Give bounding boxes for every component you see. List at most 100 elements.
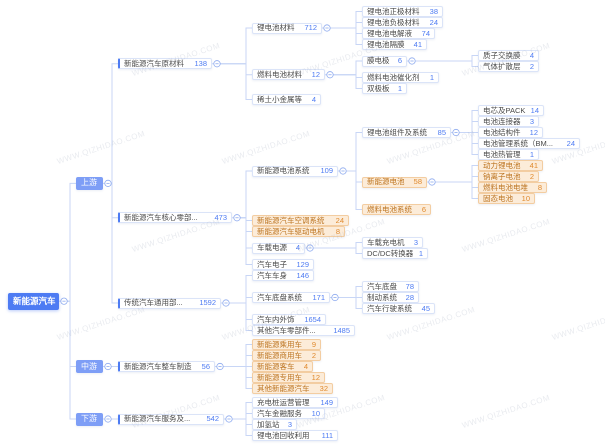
- collapse-toggle[interactable]: [306, 244, 314, 252]
- tree-node[interactable]: 中游: [76, 360, 103, 373]
- collapse-toggle[interactable]: [339, 167, 347, 175]
- tree-node[interactable]: 电池连接器 3: [478, 116, 539, 127]
- tree-node-count: 1485: [333, 325, 350, 335]
- tree-node-label: 汽车金融服务: [257, 408, 302, 418]
- collapse-toggle[interactable]: [323, 24, 331, 32]
- tree-node-count: 3: [529, 116, 534, 126]
- tree-node-label: 电池连接器: [483, 116, 521, 126]
- collapse-toggle[interactable]: [428, 178, 436, 186]
- tree-node-label: 电芯及PACK: [483, 105, 526, 115]
- collapse-toggle[interactable]: [222, 299, 230, 307]
- tree-node-count: 74: [421, 28, 430, 38]
- tree-node-label: 汽车内外饰: [257, 314, 295, 324]
- tree-node[interactable]: 新能源乘用车 9: [252, 339, 321, 350]
- tree-node-label: 制动系统: [367, 292, 397, 302]
- tree-node-label: 质子交换膜: [483, 50, 521, 60]
- tree-node-label: 其他新能源汽车: [257, 383, 310, 393]
- collapse-toggle[interactable]: [213, 60, 221, 68]
- collapse-toggle[interactable]: [233, 214, 241, 222]
- collapse-toggle[interactable]: [326, 71, 334, 79]
- tree-node-count: 129: [296, 259, 309, 269]
- tree-node-label: 锂电池组件及系统: [367, 127, 427, 137]
- tree-node-label: 燃料电池电堆: [483, 182, 528, 192]
- collapse-toggle[interactable]: [331, 293, 339, 302]
- collapse-toggle[interactable]: [104, 362, 112, 371]
- tree-node[interactable]: 传统汽车通用部...1592: [118, 297, 221, 309]
- collapse-toggle[interactable]: [60, 297, 68, 305]
- tree-node[interactable]: 新能源汽车核心零部...473: [118, 212, 232, 224]
- tree-node-label: 锂电池负极材料: [367, 17, 420, 27]
- tree-node[interactable]: 新能源汽车服务及...542: [118, 413, 224, 425]
- tree-node-count: 24: [335, 215, 344, 225]
- tree-node[interactable]: 其他新能源汽车 32: [252, 383, 333, 394]
- tree-node[interactable]: 新能源汽车: [8, 292, 59, 310]
- tree-node-label: 锂电池材料: [257, 23, 295, 33]
- tree-node-count: 4: [295, 243, 300, 253]
- collapse-toggle[interactable]: [104, 415, 112, 423]
- tree-node-count: 24: [566, 138, 575, 148]
- tree-node[interactable]: 其他汽车零部件...1485: [252, 325, 355, 336]
- collapse-toggle[interactable]: [225, 415, 233, 423]
- tree-node-label: 新能源汽车核心零部...: [124, 213, 198, 222]
- tree-node[interactable]: 电池管理系统（BM...24: [478, 138, 580, 149]
- tree-node[interactable]: 上游: [76, 176, 103, 190]
- tree-node-label: 新能源汽车: [13, 295, 56, 306]
- collapse-toggle[interactable]: [408, 57, 416, 65]
- tree-node[interactable]: 下游: [76, 412, 103, 426]
- tree-node-count: 32: [319, 383, 328, 393]
- collapse-toggle[interactable]: [216, 362, 224, 371]
- tree-node-count: 9: [311, 339, 316, 349]
- tree-node-label: 新能源乘用车: [257, 339, 302, 349]
- tree-node-count: 1654: [304, 314, 321, 324]
- tree-node[interactable]: 汽车内外饰 1654: [252, 314, 326, 325]
- collapse-toggle[interactable]: [452, 128, 460, 137]
- collapse-toggle[interactable]: [104, 179, 112, 187]
- tree-node-count: 4: [303, 361, 308, 371]
